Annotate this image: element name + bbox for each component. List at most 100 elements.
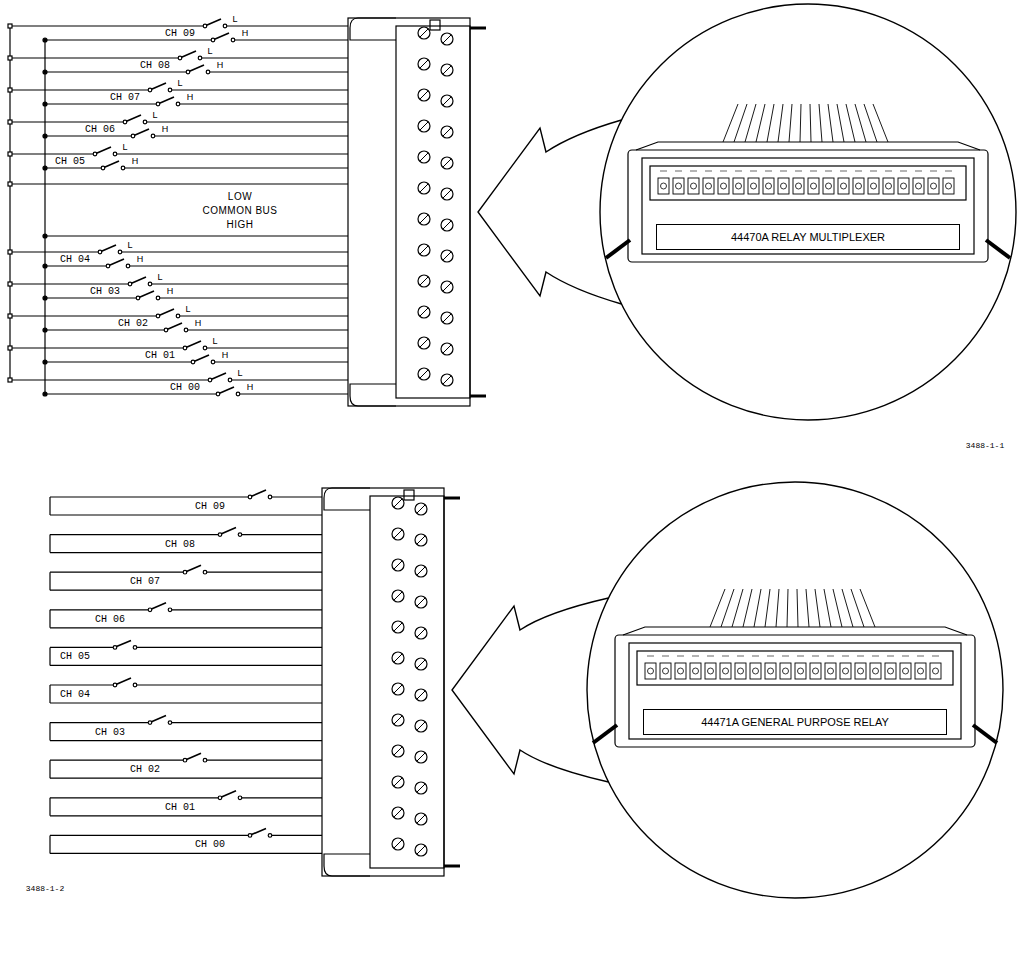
switch-pivot — [218, 796, 222, 800]
bus-label: COMMON BUS — [203, 205, 278, 216]
terminal-strip — [650, 166, 966, 200]
terminal-mark — [915, 171, 922, 172]
cooling-fin — [873, 104, 888, 142]
switch-blade — [97, 147, 112, 153]
screw-slot — [443, 345, 451, 353]
switch-contact — [151, 134, 155, 138]
connector-tab — [324, 488, 370, 510]
wire — [188, 329, 348, 330]
screw-slot — [417, 753, 425, 761]
channel-label: CH 02 — [130, 764, 160, 775]
switch-pivot — [148, 608, 152, 612]
terminal — [690, 663, 701, 679]
switch-pivot — [183, 570, 187, 574]
terminal-screw — [441, 188, 453, 200]
switch-blade — [140, 291, 155, 297]
screw-slot — [443, 66, 451, 74]
connector-tab — [324, 854, 370, 876]
switch-contact — [133, 683, 137, 687]
cooling-fin — [797, 589, 798, 627]
latch — [404, 490, 414, 500]
terminal — [943, 178, 954, 194]
terminal-screw — [826, 183, 832, 189]
wire — [10, 57, 178, 58]
wire — [50, 552, 322, 553]
wire — [10, 153, 93, 154]
cooling-fin — [800, 104, 801, 142]
wire — [50, 722, 148, 723]
terminal-screw — [418, 58, 430, 70]
screw-slot — [394, 530, 402, 538]
terminal — [763, 178, 774, 194]
terminal-screw — [798, 668, 804, 674]
switch-blade — [187, 753, 202, 759]
cooling-fin — [810, 104, 811, 142]
switch-blade — [252, 490, 267, 496]
switch-pivot — [248, 834, 252, 838]
terminal — [840, 663, 851, 679]
latch — [430, 20, 440, 30]
low-bus-rail — [9, 26, 10, 380]
terminal-label: L — [157, 272, 162, 282]
terminal-screw — [918, 668, 924, 674]
wire — [227, 25, 348, 26]
terminal — [780, 663, 791, 679]
terminal-screw — [418, 306, 430, 318]
terminal-mark — [690, 171, 697, 172]
terminal-screw — [841, 183, 847, 189]
cooling-fin — [833, 589, 842, 627]
switch-contact — [118, 250, 122, 254]
channel-label: CH 09 — [195, 501, 225, 512]
switch-contact — [176, 314, 180, 318]
terminal-screw — [441, 250, 453, 262]
switch-blade — [252, 828, 267, 834]
wire — [50, 572, 183, 573]
terminal-label: H — [162, 124, 169, 134]
wire — [10, 89, 148, 90]
cooling-fin — [846, 104, 855, 142]
cooling-fin — [745, 104, 756, 142]
terminal-screw — [418, 337, 430, 349]
terminal-screw — [418, 182, 430, 194]
switch-pivot — [203, 24, 207, 28]
terminal-mark — [857, 656, 864, 657]
terminal-mark — [825, 171, 832, 172]
screw-slot — [394, 623, 402, 631]
terminal-screw — [392, 590, 404, 602]
wire — [50, 835, 248, 836]
cooling-fin — [776, 589, 779, 627]
screw-slot — [417, 536, 425, 544]
switch-pivot — [148, 721, 152, 725]
screw-slot — [417, 567, 425, 575]
switch-blade — [117, 640, 132, 646]
terminal-screw — [441, 374, 453, 386]
wire — [50, 684, 113, 685]
screw-slot — [420, 277, 428, 285]
switch-blade — [182, 51, 197, 57]
wire — [10, 283, 128, 284]
terminal — [855, 663, 866, 679]
wire — [272, 835, 322, 836]
terminal — [795, 663, 806, 679]
terminal-screw — [916, 183, 922, 189]
screw-slot — [417, 815, 425, 823]
screw-slot — [394, 840, 402, 848]
wire — [50, 815, 322, 816]
terminal-screw — [781, 183, 787, 189]
figure-number: 3488-1-1 — [966, 441, 1004, 450]
terminal — [720, 663, 731, 679]
screw-slot — [420, 122, 428, 130]
switch-pivot — [148, 88, 152, 92]
switch-pivot — [164, 328, 168, 332]
module-top — [623, 627, 967, 635]
terminal — [750, 663, 761, 679]
terminal — [688, 178, 699, 194]
terminal-screw — [723, 668, 729, 674]
terminal-mark — [827, 656, 834, 657]
wire — [45, 265, 106, 266]
wire — [172, 89, 348, 90]
switch-blade — [152, 603, 167, 609]
switch-contact — [236, 392, 240, 396]
terminal-screw — [663, 668, 669, 674]
terminal-mark — [767, 656, 774, 657]
